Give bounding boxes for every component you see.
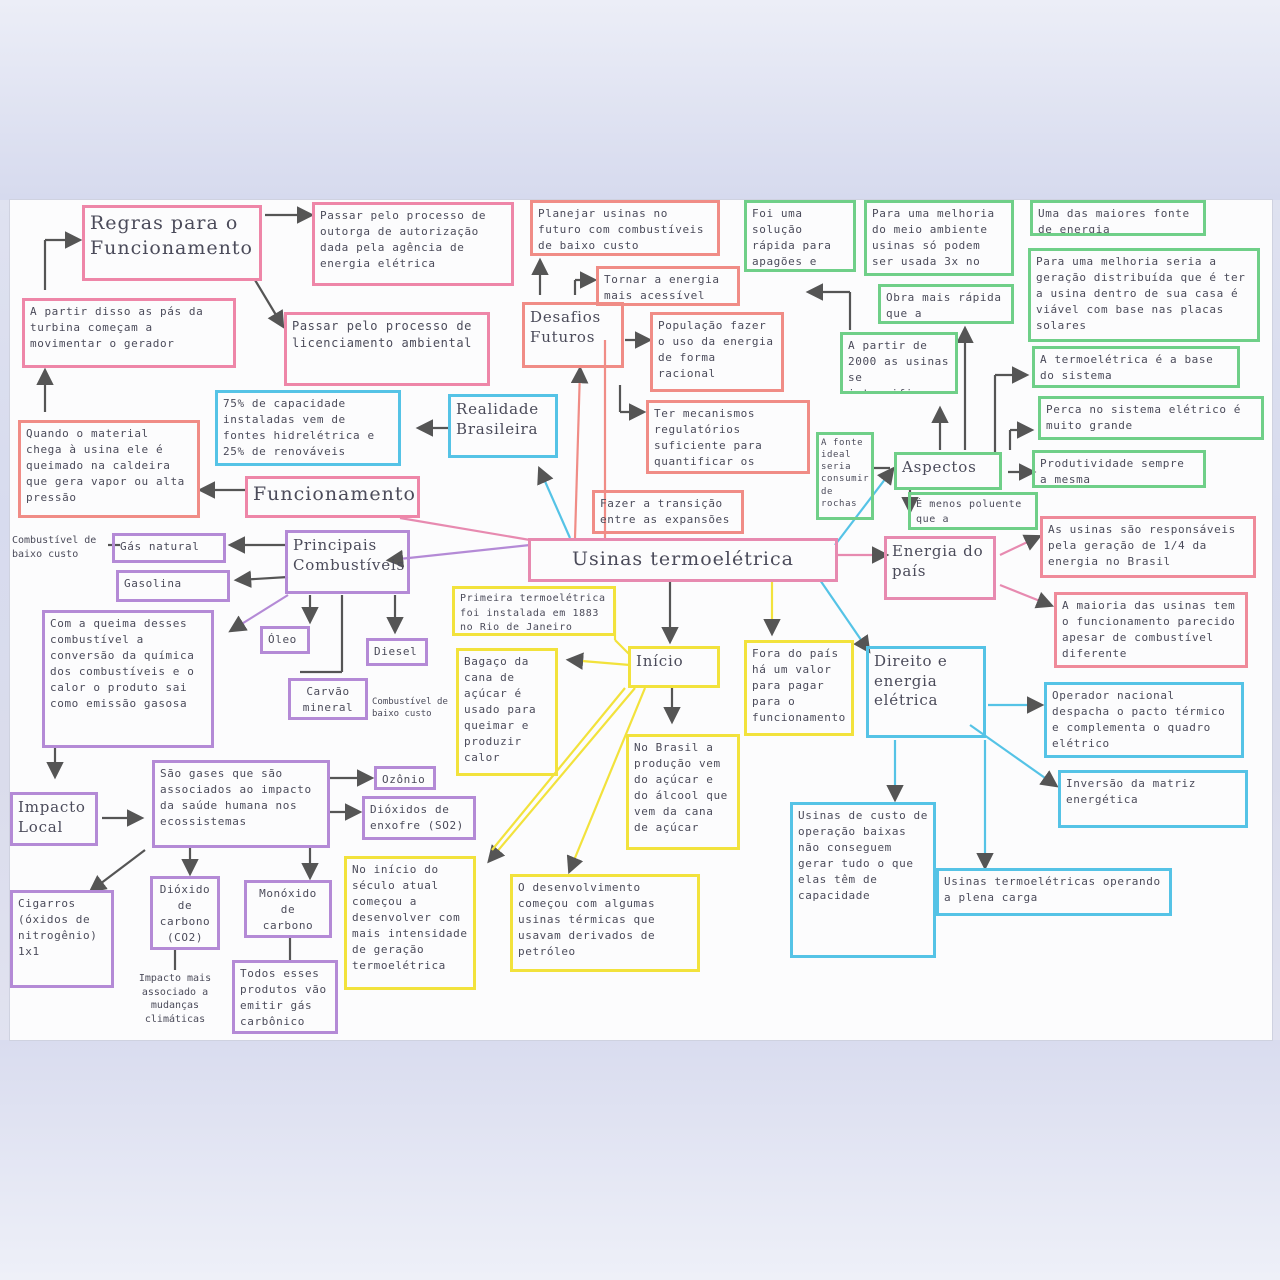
photo-background-bottom: [0, 1040, 1280, 1280]
node-plena-carga: Usinas termoelétricas operando a plena c…: [936, 868, 1172, 916]
node-maioria-usinas: A maioria das usinas tem o funcionamento…: [1054, 592, 1248, 668]
node-primeira-termoeletrica: Primeira termoelétrica foi instalada em …: [452, 586, 616, 636]
node-turbina: A partir disso as pás da turbina começam…: [22, 298, 236, 368]
node-gas-natural: Gás natural: [112, 533, 226, 563]
node-produtividade: Produtividade sempre a mesma: [1032, 450, 1206, 488]
node-responsaveis-geracao: As usinas são responsáveis pela geração …: [1040, 516, 1256, 578]
node-transicao-expansoes: Fazer a transição entre as expansões: [592, 490, 744, 534]
node-menos-poluente: É menos poluente que a hidrelétrica: [908, 492, 1038, 530]
node-desenvolvimento: O desenvolvimento começou com algumas us…: [510, 874, 700, 972]
label-mudancas-climaticas: Impacto mais associado a mudanças climát…: [138, 973, 212, 1025]
node-operador-nacional: Operador nacional despacha o pacto térmi…: [1044, 682, 1244, 758]
node-brasil-acucar: No Brasil a produção vem do açúcar e do …: [626, 734, 740, 850]
node-tornar-acessivel: Tornar a energia mais acessível: [596, 266, 740, 306]
label-baixo-custo-gas: Combustível de baixo custo: [12, 535, 97, 560]
node-geracao-distribuida: Para uma melhoria seria a geração distri…: [1028, 248, 1260, 342]
node-obra-rapida: Obra mais rápida que a hidrelétrica: [878, 284, 1014, 324]
node-fonte-ideal: A fonte ideal seria consumir de rochas: [816, 432, 874, 520]
node-inicio: Início: [628, 646, 720, 688]
node-principais-combustiveis: Principais Combustíveis: [285, 530, 410, 594]
node-bagaco-cana: Bagaço da cana de açúcar é usado para qu…: [456, 648, 558, 776]
node-energia-pais: Energia do país: [884, 536, 996, 600]
node-meio-ambiente: Para uma melhoria do meio ambiente usina…: [864, 200, 1014, 276]
node-realidade-brasileira: Realidade Brasileira: [448, 394, 558, 458]
connector-lines: [36, 206, 1059, 970]
node-ozonio: Ozônio: [374, 766, 436, 790]
node-aspectos: Aspectos: [894, 452, 1002, 490]
node-custo-operacao: Usinas de custo de operação baixas não c…: [790, 802, 936, 958]
node-base-sistema: A termoelétrica é a base do sistema: [1032, 346, 1240, 388]
node-maiores-fontes: Uma das maiores fonte de energia: [1030, 200, 1206, 236]
node-direito-energia: Direito e energia elétrica: [866, 646, 986, 738]
node-capacidade-instalada: 75% de capacidade instaladas vem de font…: [215, 390, 401, 466]
node-planejar-usinas: Planejar usinas no futuro com combustíve…: [530, 200, 720, 256]
node-cigarros-nitrogenio: Cigarros (óxidos de nitrogênio) 1x1: [10, 890, 114, 988]
node-mecanismos-regulatorios: Ter mecanismos regulatórios suficiente p…: [646, 400, 810, 474]
node-diesel: Diesel: [366, 638, 428, 666]
node-inversao-matriz: Inversão da matriz energética: [1058, 770, 1248, 828]
node-gasolina: Gasolina: [116, 570, 230, 602]
node-dioxido-carbono: Dióxido de carbono (CO2): [150, 876, 220, 950]
node-carvao-mineral: Carvão mineral: [288, 678, 368, 720]
label-baixo-custo-carvao: Combustível de baixo custo: [372, 697, 448, 720]
node-licenciamento: Passar pelo processo de licenciamento am…: [284, 312, 490, 386]
central-topic-usinas: Usinas termoelétrica: [528, 538, 838, 582]
node-produtos-gas-carbonico: Todos esses produtos vão emitir gás carb…: [232, 960, 338, 1034]
node-fora-pais: Fora do país há um valor para pagar para…: [744, 640, 854, 736]
node-oleo: Óleo: [260, 626, 310, 654]
node-seculo-atual: No início do século atual começou a dese…: [344, 856, 476, 990]
node-material-caldeira: Quando o material chega à usina ele é qu…: [18, 420, 200, 518]
node-populacao-racional: População fazer o uso da energia de form…: [650, 312, 784, 392]
node-gases-saude: São gases que são associados ao impacto …: [152, 760, 330, 848]
node-regras-funcionamento: Regras para o Funcionamento: [82, 205, 262, 281]
node-ano-2000: A partir de 2000 as usinas se intensific…: [840, 332, 958, 394]
node-monoxido-carbono: Monóxido de carbono (CO): [244, 880, 332, 938]
node-perca-sistema: Perca no sistema elétrico é muito grande: [1038, 396, 1264, 440]
node-funcionamento: Funcionamento: [245, 476, 420, 518]
node-dioxidos-enxofre: Dióxidos de enxofre (SO2): [362, 796, 476, 840]
node-solucao-rapida: Foi uma solução rápida para apagões e se…: [744, 200, 856, 272]
node-queima-combustiveis: Com a queima desses combustível a conver…: [42, 610, 214, 748]
node-outorga: Passar pelo processo de outorga de autor…: [312, 202, 514, 286]
mind-map-paper: Usinas termoelétrica Regras para o Funci…: [10, 200, 1272, 1040]
node-impacto-local: Impacto Local: [10, 792, 98, 846]
photo-background-top: [0, 0, 1280, 200]
node-desafios-futuros: Desafios Futuros: [522, 302, 624, 368]
